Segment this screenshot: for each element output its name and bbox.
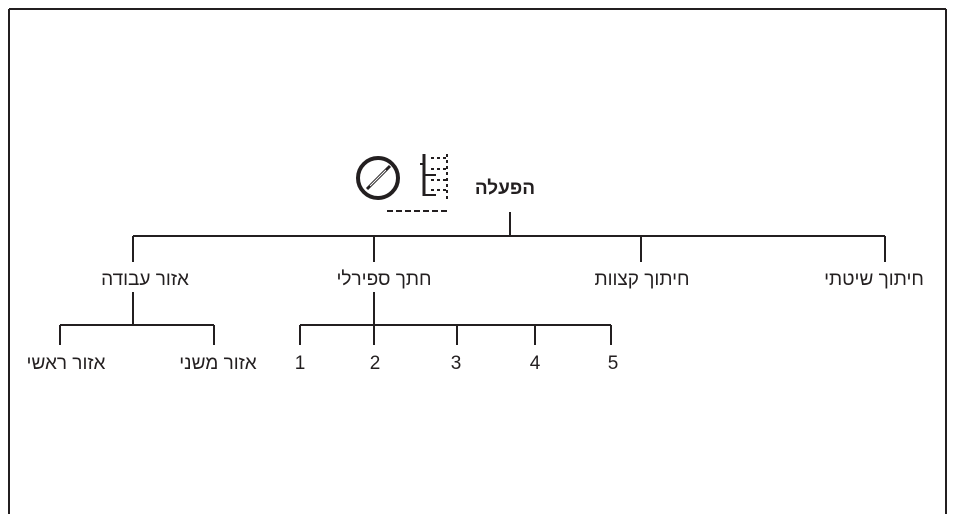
node-primary-area: אזור ראשי [27, 353, 106, 374]
spiral-option-4: 4 [530, 353, 541, 374]
frame [8, 8, 947, 514]
node-work-area: אזור עבודה [101, 269, 189, 290]
blade-circle-icon [356, 156, 400, 200]
spiral-option-3: 3 [451, 353, 462, 374]
blade-highlight [369, 169, 387, 187]
root-label: הפעלה [475, 178, 535, 199]
cutting-mode-icon [356, 154, 449, 212]
spiral-option-1: 1 [295, 353, 306, 374]
node-secondary-area: אזור משני [179, 353, 257, 374]
node-systematic-cut: חיתוך שיטתי [824, 269, 924, 290]
spiral-option-2: 2 [370, 353, 381, 374]
node-spiral-cut: חתך ספירלי [336, 269, 431, 290]
node-edge-cut: חיתוך קצוות [594, 269, 689, 290]
tree-connectors [59, 212, 886, 345]
spiral-option-5: 5 [608, 353, 619, 374]
